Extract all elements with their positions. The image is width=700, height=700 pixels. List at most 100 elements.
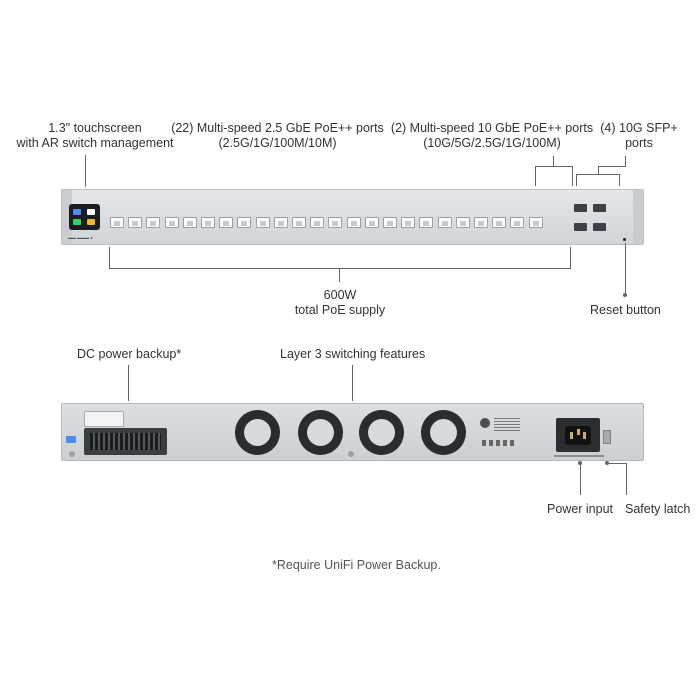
poe-supply-label: 600W total PoE supply bbox=[250, 288, 430, 318]
safety-latch[interactable] bbox=[603, 430, 611, 444]
ports10-leader-v bbox=[553, 156, 554, 166]
latch-leader-v bbox=[626, 463, 627, 495]
socket-pin bbox=[577, 429, 580, 435]
front-right-ear bbox=[633, 190, 643, 244]
rj45-port-2.5gbe[interactable] bbox=[474, 217, 488, 228]
footnote: *Require UniFi Power Backup. bbox=[272, 558, 441, 572]
touchscreen-label-line1: 1.3" touchscreen bbox=[48, 121, 142, 135]
touchscreen-label: 1.3" touchscreen with AR switch manageme… bbox=[10, 121, 180, 151]
screen-tile-icon bbox=[73, 219, 81, 225]
rj45-port-2.5gbe[interactable] bbox=[110, 217, 124, 228]
screen-tile-icon bbox=[73, 209, 81, 215]
fan-icon bbox=[421, 410, 466, 455]
dc-connector-pins bbox=[90, 433, 161, 450]
sfp-ports-label: (4) 10G SFP+ ports bbox=[596, 121, 682, 151]
rj45-port-2.5gbe[interactable] bbox=[419, 217, 434, 228]
sfp-plus-port[interactable] bbox=[574, 204, 587, 212]
power-rating-text bbox=[554, 455, 604, 457]
screen-tile-icon bbox=[87, 219, 95, 225]
poe-leader bbox=[339, 268, 340, 282]
sfp-plus-port[interactable] bbox=[574, 223, 587, 231]
ports-10gbe-label-line2: (10G/5G/2.5G/1G/100M) bbox=[423, 136, 561, 150]
poe-supply-label-line2: total PoE supply bbox=[294, 303, 386, 317]
rj45-port-2.5gbe[interactable] bbox=[146, 217, 161, 228]
poe-bracket-r bbox=[570, 247, 571, 269]
certification-icons bbox=[482, 440, 516, 446]
rj45-port-2.5gbe[interactable] bbox=[492, 217, 507, 228]
rj45-port-2.5gbe[interactable] bbox=[346, 217, 361, 228]
center-screw bbox=[348, 451, 354, 457]
ports-10gbe-label-line1: (2) Multi-speed 10 GbE PoE++ ports bbox=[390, 121, 594, 135]
ports10-leader-h bbox=[535, 166, 573, 167]
poe-bracket-l bbox=[109, 247, 110, 269]
rj45-port-2.5gbe[interactable] bbox=[273, 217, 288, 228]
ports-25gbe-label-line1: (22) Multi-speed 2.5 GbE PoE++ ports bbox=[171, 121, 384, 135]
reset-button[interactable] bbox=[623, 238, 626, 241]
sfp-plus-port[interactable] bbox=[593, 204, 606, 212]
rj45-port-2.5gbe[interactable] bbox=[237, 217, 252, 228]
ports10-leader-l bbox=[535, 166, 536, 186]
ports-10gbe-label: (2) Multi-speed 10 GbE PoE++ ports (10G/… bbox=[386, 121, 598, 151]
sfp-leader-h bbox=[598, 166, 626, 167]
rj45-port-2.5gbe[interactable] bbox=[182, 217, 197, 228]
rj45-port-10gbe[interactable] bbox=[528, 217, 543, 228]
touchscreen-label-line2: with AR switch management bbox=[16, 136, 174, 150]
safety-latch-label: Safety latch bbox=[625, 502, 691, 516]
layer3-leader bbox=[352, 365, 353, 401]
reset-leader bbox=[625, 243, 626, 295]
rj45-port-2.5gbe[interactable] bbox=[219, 217, 234, 228]
ports-25gbe-label: (22) Multi-speed 2.5 GbE PoE++ ports (2.… bbox=[165, 121, 390, 151]
rj45-port-2.5gbe[interactable] bbox=[292, 217, 306, 228]
poe-bracket-h bbox=[109, 268, 571, 269]
rj45-port-2.5gbe[interactable] bbox=[128, 217, 143, 228]
power-input-label: Power input bbox=[547, 502, 614, 516]
sfp-leader-l bbox=[598, 166, 599, 174]
iec-socket bbox=[565, 426, 591, 445]
rj45-port-10gbe[interactable] bbox=[510, 217, 525, 228]
rj45-port-2.5gbe[interactable] bbox=[201, 217, 215, 228]
front-left-ear bbox=[62, 190, 72, 244]
model-mark: ▬▬ ▬▬▬ ● bbox=[68, 235, 93, 240]
sfp-ports-label-line2: ports bbox=[625, 136, 653, 150]
fan-icon bbox=[359, 410, 404, 455]
sfp-plus-port[interactable] bbox=[593, 223, 606, 231]
latch-leader-dot bbox=[605, 461, 609, 465]
ac-power-inlet[interactable] bbox=[556, 418, 600, 452]
dc-backup-connector bbox=[84, 428, 167, 455]
ground-icon bbox=[66, 436, 76, 443]
rj45-port-2.5gbe[interactable] bbox=[328, 217, 343, 228]
latch-leader-h bbox=[607, 463, 627, 464]
socket-pin bbox=[570, 432, 573, 439]
ground-screw bbox=[69, 451, 75, 457]
rj45-port-2.5gbe[interactable] bbox=[383, 217, 397, 228]
rj45-port-2.5gbe[interactable] bbox=[364, 217, 379, 228]
rj45-port-2.5gbe[interactable] bbox=[437, 217, 452, 228]
dc-leader bbox=[128, 365, 129, 401]
rj45-port-2.5gbe[interactable] bbox=[255, 217, 270, 228]
touchscreen-display[interactable] bbox=[69, 204, 100, 230]
reset-button-label: Reset button bbox=[590, 303, 661, 317]
regulatory-text-block bbox=[494, 418, 520, 432]
sfp-ports-label-line1: (4) 10G SFP+ bbox=[600, 121, 678, 135]
rj45-port-2.5gbe[interactable] bbox=[455, 217, 470, 228]
poe-supply-label-line1: 600W bbox=[323, 288, 357, 302]
sfp-leader-a bbox=[576, 174, 577, 186]
screen-tile-icon bbox=[87, 209, 95, 215]
reset-leader-dot bbox=[623, 293, 627, 297]
switch-front-panel: ▬▬ ▬▬▬ ● bbox=[61, 189, 644, 245]
sfp-leader-v bbox=[625, 156, 626, 166]
back-sticker bbox=[84, 411, 124, 427]
touchscreen-leader bbox=[85, 155, 86, 187]
layer3-label: Layer 3 switching features bbox=[280, 347, 426, 361]
dc-power-backup-label: DC power backup* bbox=[77, 347, 182, 361]
rj45-port-2.5gbe[interactable] bbox=[164, 217, 179, 228]
ports-25gbe-label-line2: (2.5G/1G/100M/10M) bbox=[218, 136, 337, 150]
power-input-leader bbox=[580, 463, 581, 495]
socket-pin bbox=[583, 432, 586, 439]
fan-icon bbox=[235, 410, 280, 455]
power-leader-dot bbox=[578, 461, 582, 465]
rj45-port-2.5gbe[interactable] bbox=[310, 217, 325, 228]
rj45-port-2.5gbe[interactable] bbox=[401, 217, 416, 228]
switch-back-panel bbox=[61, 403, 644, 461]
fan-icon bbox=[298, 410, 343, 455]
